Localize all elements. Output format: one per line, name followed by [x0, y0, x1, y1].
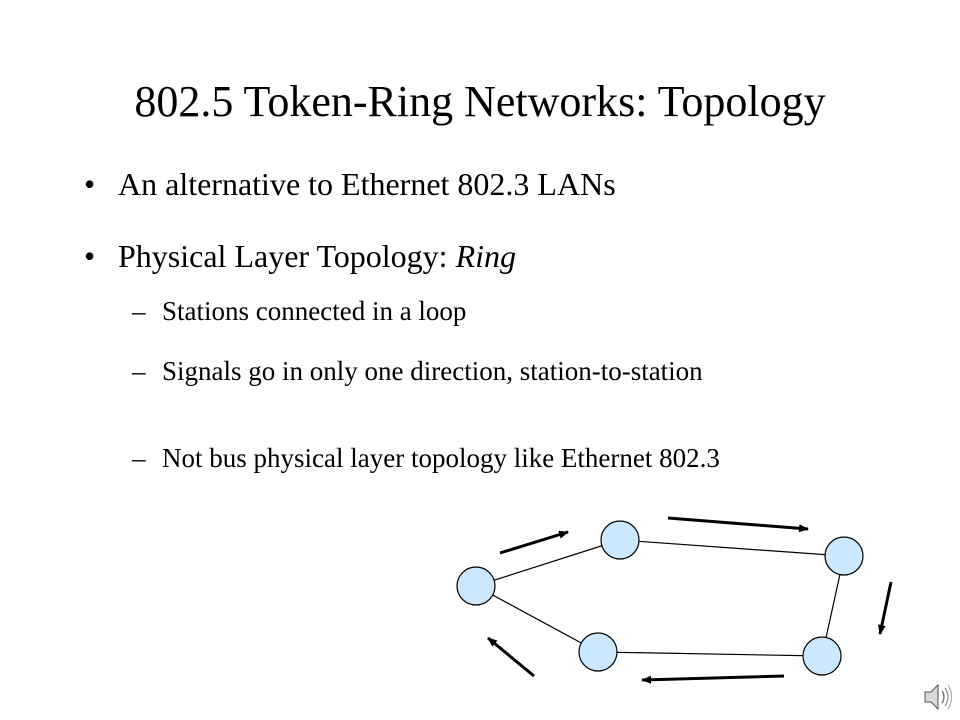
ring-link	[475, 585, 599, 653]
subbullet-3: – Not bus physical layer topology like E…	[132, 442, 832, 474]
bullet-marker: •	[84, 166, 96, 202]
station-node	[600, 520, 640, 560]
direction-arrow	[499, 530, 569, 555]
bullet-2-text: Physical Layer Topology: Ring	[118, 236, 516, 276]
slide-title: 802.5 Token-Ring Networks: Topology	[134, 77, 826, 126]
direction-arrow	[667, 516, 809, 533]
station-node	[802, 636, 842, 676]
bullet-2-label: Physical Layer Topology:	[118, 238, 456, 274]
subbullet-1: – Stations connected in a loop	[132, 295, 852, 327]
subbullet-2-text: Signals go in only one direction, statio…	[162, 356, 703, 386]
station-node	[824, 536, 864, 576]
subbullet-2: – Signals go in only one direction, stat…	[132, 355, 812, 387]
ring-link	[619, 539, 845, 557]
subbullet-3-text: Not bus physical layer topology like Eth…	[162, 443, 720, 473]
ring-link	[597, 651, 823, 657]
ring-link	[475, 539, 621, 587]
direction-arrow	[487, 636, 535, 678]
direction-arrow	[877, 581, 893, 635]
subbullet-1-text: Stations connected in a loop	[162, 296, 467, 326]
subbullet-marker: –	[132, 356, 146, 386]
bullet-1-text: An alternative to Ethernet 802.3 LANs	[118, 166, 616, 202]
subbullet-marker: –	[132, 443, 146, 473]
direction-arrows	[487, 516, 893, 684]
speaker-icon[interactable]	[922, 680, 954, 714]
station-node	[578, 632, 618, 672]
station-node	[456, 566, 496, 606]
ring-stations	[456, 520, 864, 676]
bullet-marker: •	[84, 238, 96, 274]
subbullet-marker: –	[132, 296, 146, 326]
direction-arrow	[641, 674, 785, 684]
bullet-2-emphasis: Ring	[455, 238, 516, 274]
ring-links	[475, 539, 845, 657]
